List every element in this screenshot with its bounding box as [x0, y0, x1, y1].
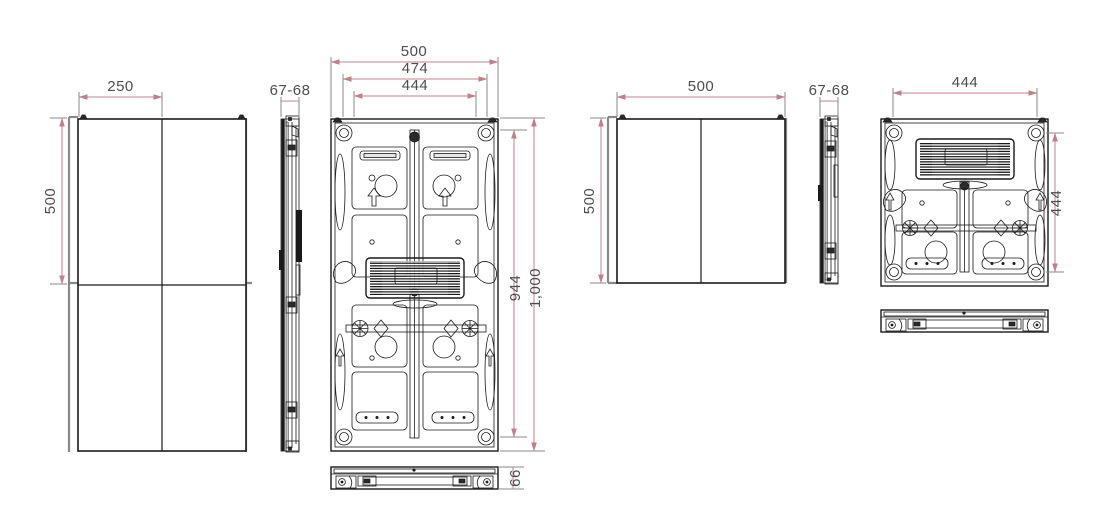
- view-rear-square: [880, 117, 1049, 287]
- dim-444t-text: 444: [402, 77, 429, 94]
- rear-sq-power-box: [915, 138, 1015, 190]
- rear-sq-spine-boss: [960, 181, 969, 191]
- rear-tall-arrows: [335, 187, 495, 367]
- dim-444-right-vert-group: 444: [1046, 132, 1065, 273]
- side-sq-front-edge: [820, 119, 824, 283]
- side-sq-bottom-pin: [827, 277, 831, 282]
- dim-444-right-top-group: 444: [892, 74, 1038, 117]
- dim-500-right-top-group: 500: [616, 78, 786, 117]
- side-sq-top-tab: [830, 125, 838, 138]
- rear-sq-arrows: [885, 192, 1045, 211]
- rear-sq-crossbar: [895, 219, 1037, 237]
- rear-sq-modules: [901, 189, 1029, 275]
- rear-tall-screw-bosses: [368, 174, 462, 361]
- rear-tall-handle-bars-top: [359, 150, 471, 161]
- dim-500-left-text: 500: [42, 188, 59, 215]
- dim-66-text: 66: [507, 469, 524, 487]
- dim-944-text: 944: [507, 275, 524, 302]
- side-sq-top-pin: [827, 117, 831, 121]
- rear-tall-power-box: [365, 257, 465, 309]
- bottom-tall-left-lock: [335, 475, 377, 489]
- side-tall-top-tab: [291, 125, 299, 138]
- dim-474-text: 474: [402, 60, 429, 77]
- side-tall-edge-notch: [279, 250, 282, 270]
- dim-500-right-vert-group: 500: [581, 117, 606, 284]
- rear-tall-bottom-connectors: [355, 411, 475, 424]
- side-sq-edge-notch: [818, 185, 821, 201]
- dim-444rv-text: 444: [1048, 190, 1065, 217]
- rear-tall-crossbar: [345, 319, 487, 338]
- rear-tall-modules: [351, 146, 479, 431]
- dim-500rt-text: 500: [688, 78, 715, 95]
- view-rear-tall: [330, 117, 499, 452]
- side-tall-top-pin: [288, 117, 292, 121]
- rear-sq-bottom-connectors: [905, 257, 1025, 270]
- dim-444rt-text: 444: [952, 74, 979, 91]
- dim-6768l-text: 67-68: [270, 82, 311, 99]
- bottom-tall-body: [330, 466, 499, 490]
- view-bottom-tall: [330, 466, 499, 490]
- rear-sq-corner-locks: [882, 117, 1048, 281]
- dim-67-68-right-group: 67-68: [809, 82, 850, 117]
- front-tall-hook-left: [79, 114, 88, 120]
- view-bottom-square: [880, 309, 1049, 333]
- side-sq-inner-rail: [824, 121, 828, 281]
- rear-tall-side-handles: [333, 153, 497, 411]
- bottom-sq-body: [880, 309, 1049, 333]
- rear-sq-frame-inner: [884, 122, 1045, 283]
- rear-tall-frame: [330, 118, 499, 452]
- bottom-tall-center-pin: [412, 468, 416, 472]
- bottom-sq-left-lock: [885, 318, 927, 332]
- bottom-sq-right-lock: [1002, 318, 1044, 332]
- dim-66-group: 66: [498, 466, 524, 490]
- rear-tall-corner-locks: [332, 117, 498, 446]
- dim-500t-text: 500: [401, 43, 428, 60]
- dim-stack-top-group: 500 474 444: [330, 43, 499, 117]
- side-tall-front-edge: [281, 119, 285, 451]
- rear-tall-spine-top-boss: [409, 131, 420, 143]
- rear-sq-side-handles: [883, 139, 1047, 266]
- side-tall-latch-2: [285, 296, 298, 314]
- rear-sq-cable-ports: [919, 200, 1011, 264]
- rear-tall-frame-inner: [334, 122, 495, 448]
- dim-6768r-text: 67-68: [809, 82, 850, 99]
- bottom-sq-center-rail: [912, 319, 1018, 329]
- side-tall-latch-3: [285, 401, 298, 419]
- side-tall-connector: [296, 210, 302, 262]
- dim-250-text: 250: [107, 78, 134, 95]
- bottom-tall-right-lock: [452, 475, 494, 489]
- view-front-square: [606, 114, 788, 285]
- side-tall-latch-1: [285, 139, 298, 157]
- side-tall-inner-rail: [285, 121, 289, 449]
- side-sq-latch-1: [824, 140, 837, 158]
- bottom-tall-center-rail: [362, 476, 468, 486]
- side-tall-bottom-bracket: [285, 440, 300, 453]
- front-sq-hook-right: [776, 114, 785, 120]
- side-tall-bottom-pin: [288, 446, 292, 451]
- side-sq-connector: [833, 164, 839, 198]
- front-tall-hook-right: [237, 114, 246, 120]
- dim-500rv-text: 500: [581, 188, 598, 215]
- dim-500-left-group: 500: [42, 117, 67, 285]
- dim-67-68-left-group: 67-68: [270, 82, 311, 117]
- rear-tall-cable-ports: [374, 174, 456, 359]
- front-sq-hook-left: [618, 114, 627, 120]
- dim-1000-text: 1,000: [527, 268, 544, 308]
- dim-stack-right-group: 944 1,000: [500, 117, 545, 452]
- view-side-square: [818, 115, 839, 285]
- side-tall-connector-tail: [295, 264, 301, 296]
- view-side-tall: [279, 115, 302, 453]
- side-sq-latch-2: [824, 242, 837, 260]
- bottom-sq-center-pin: [962, 311, 966, 315]
- view-front-tall: [67, 114, 252, 452]
- dim-250-group: 250: [78, 78, 163, 117]
- rear-sq-frame: [880, 118, 1049, 287]
- side-sq-bottom-bracket: [824, 272, 839, 285]
